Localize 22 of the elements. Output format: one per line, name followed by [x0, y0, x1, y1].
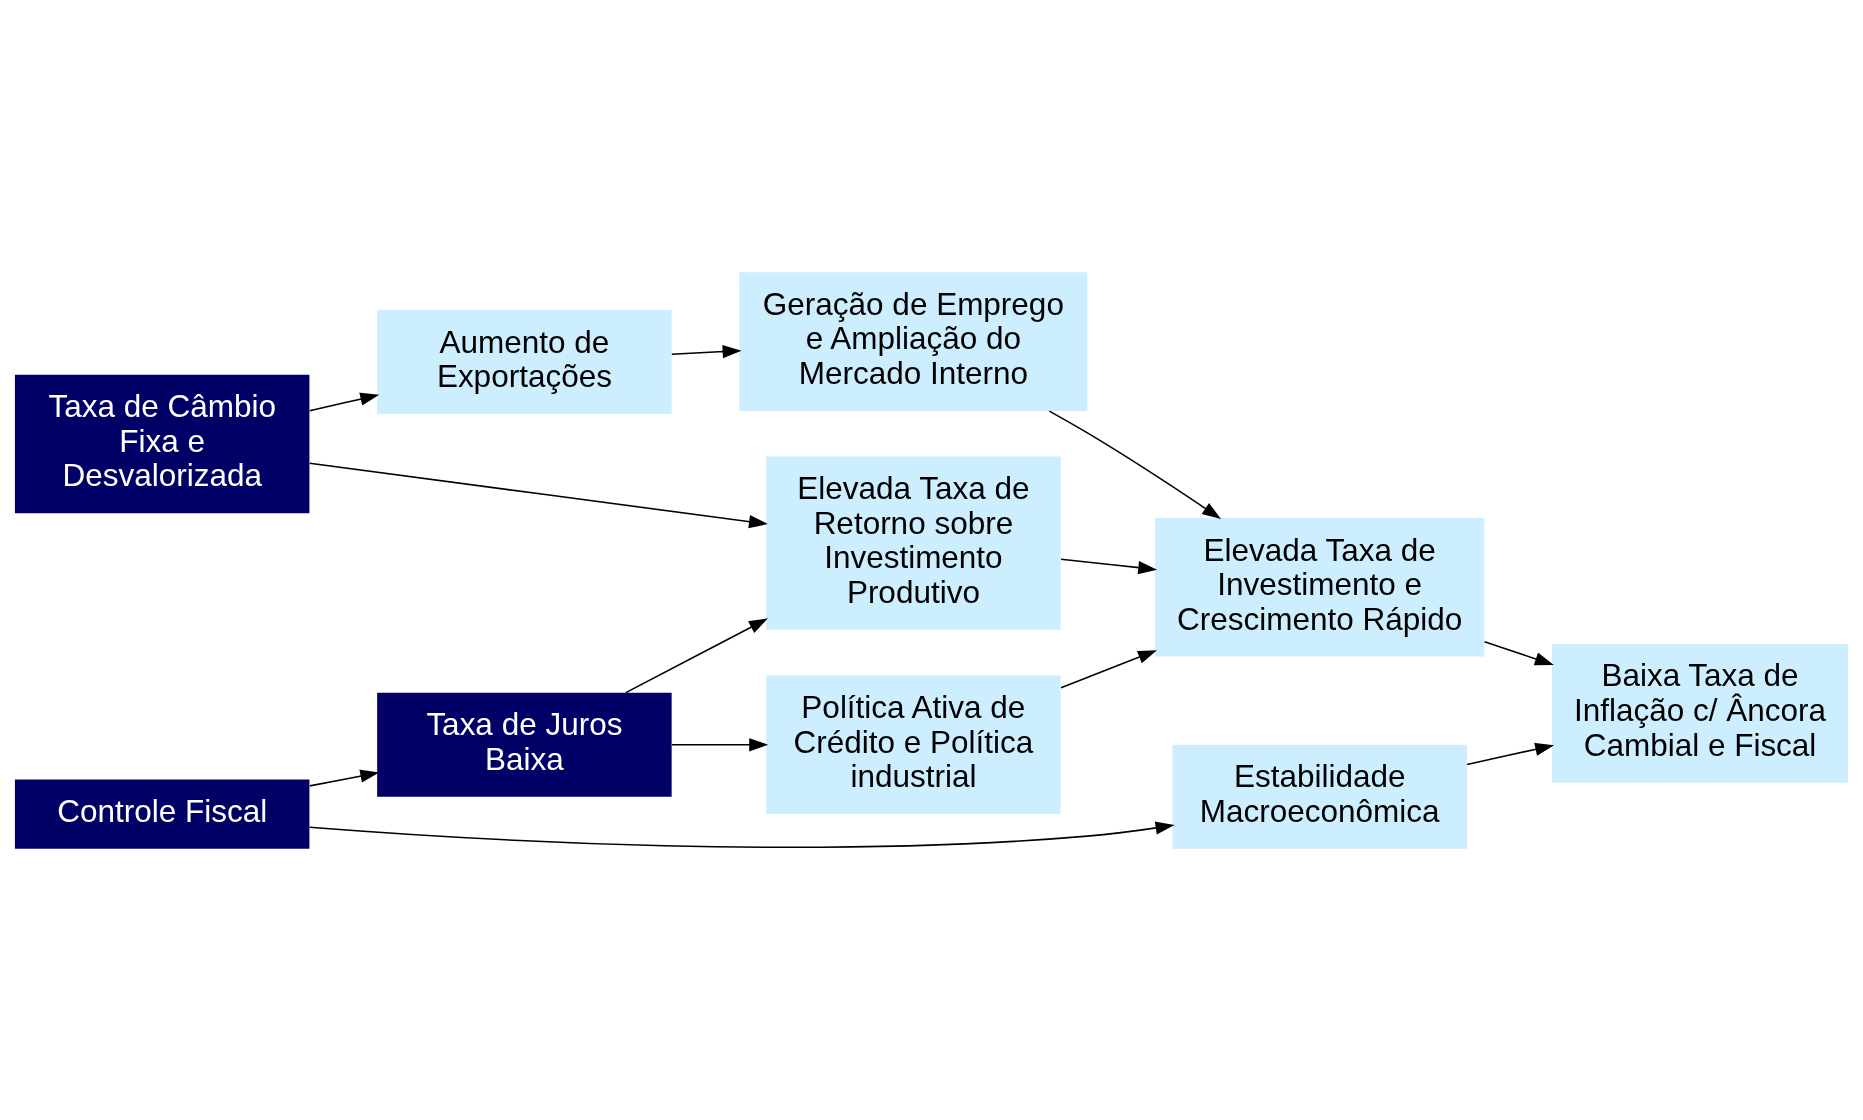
node-box: Elevada Taxa de Investimento e Crescimento Rápido [1155, 517, 1485, 657]
node-box: Taxa de Juros Baixa [377, 692, 672, 797]
arrow [671, 344, 742, 358]
arrow [1466, 742, 1555, 765]
node-box: Política Ativa de Crédito e Política industrial [766, 674, 1061, 814]
arrow [308, 820, 1175, 848]
arrow [1483, 640, 1554, 665]
node-box: Controle Fiscal [14, 778, 310, 849]
arrow [625, 617, 768, 693]
node-box: Estabilidade Macroeconômica [1172, 744, 1467, 849]
node-box: Aumento de Exportações [377, 309, 672, 414]
arrow [309, 392, 380, 411]
node-box: Taxa de Câmbio Fixa e Desvalorizada [14, 374, 310, 513]
arrow [1048, 409, 1221, 519]
node-box: Baixa Taxa de Inflação c/ Âncora Cambial e Fiscal [1552, 643, 1849, 783]
node-box: Geração de Emprego e Ampliação do Mercado Interno [739, 271, 1088, 411]
arrow [309, 769, 380, 787]
node-box: Elevada Taxa de Retorno sobre Investimento Produtivo [766, 456, 1061, 630]
arrow [1060, 649, 1157, 688]
arrow [671, 737, 769, 751]
arrow [308, 462, 768, 528]
arrow [1060, 557, 1158, 574]
